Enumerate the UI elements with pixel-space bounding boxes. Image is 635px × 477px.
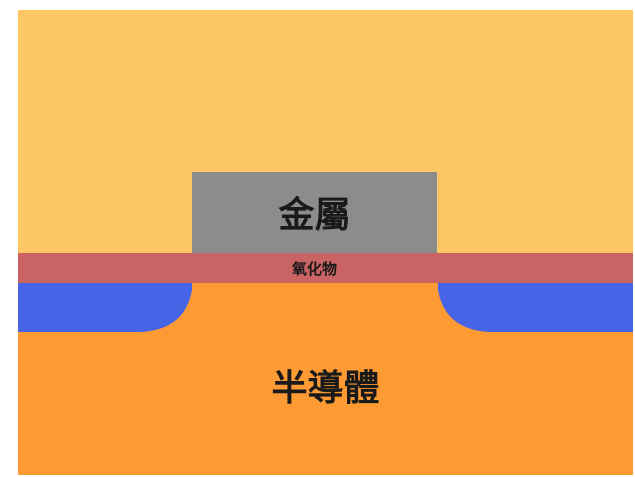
- oxide-label: 氧化物: [291, 259, 337, 278]
- right-doped-region: [438, 283, 633, 332]
- oxide-layer: [18, 253, 633, 283]
- metal-label: 金屬: [278, 195, 351, 236]
- semiconductor-label: 半導體: [271, 368, 380, 409]
- left-doped-region: [18, 283, 192, 332]
- metal-gate: [192, 172, 437, 253]
